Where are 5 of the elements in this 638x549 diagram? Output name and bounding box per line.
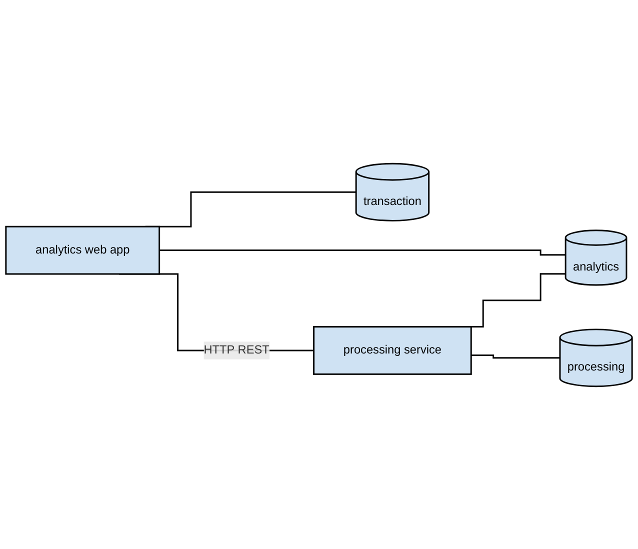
node-box: processing service (313, 326, 472, 374)
connector (471, 354, 560, 358)
connector (159, 249, 566, 256)
node-box: analytics web app (5, 225, 160, 274)
edge-label: HTTP REST (204, 343, 270, 356)
